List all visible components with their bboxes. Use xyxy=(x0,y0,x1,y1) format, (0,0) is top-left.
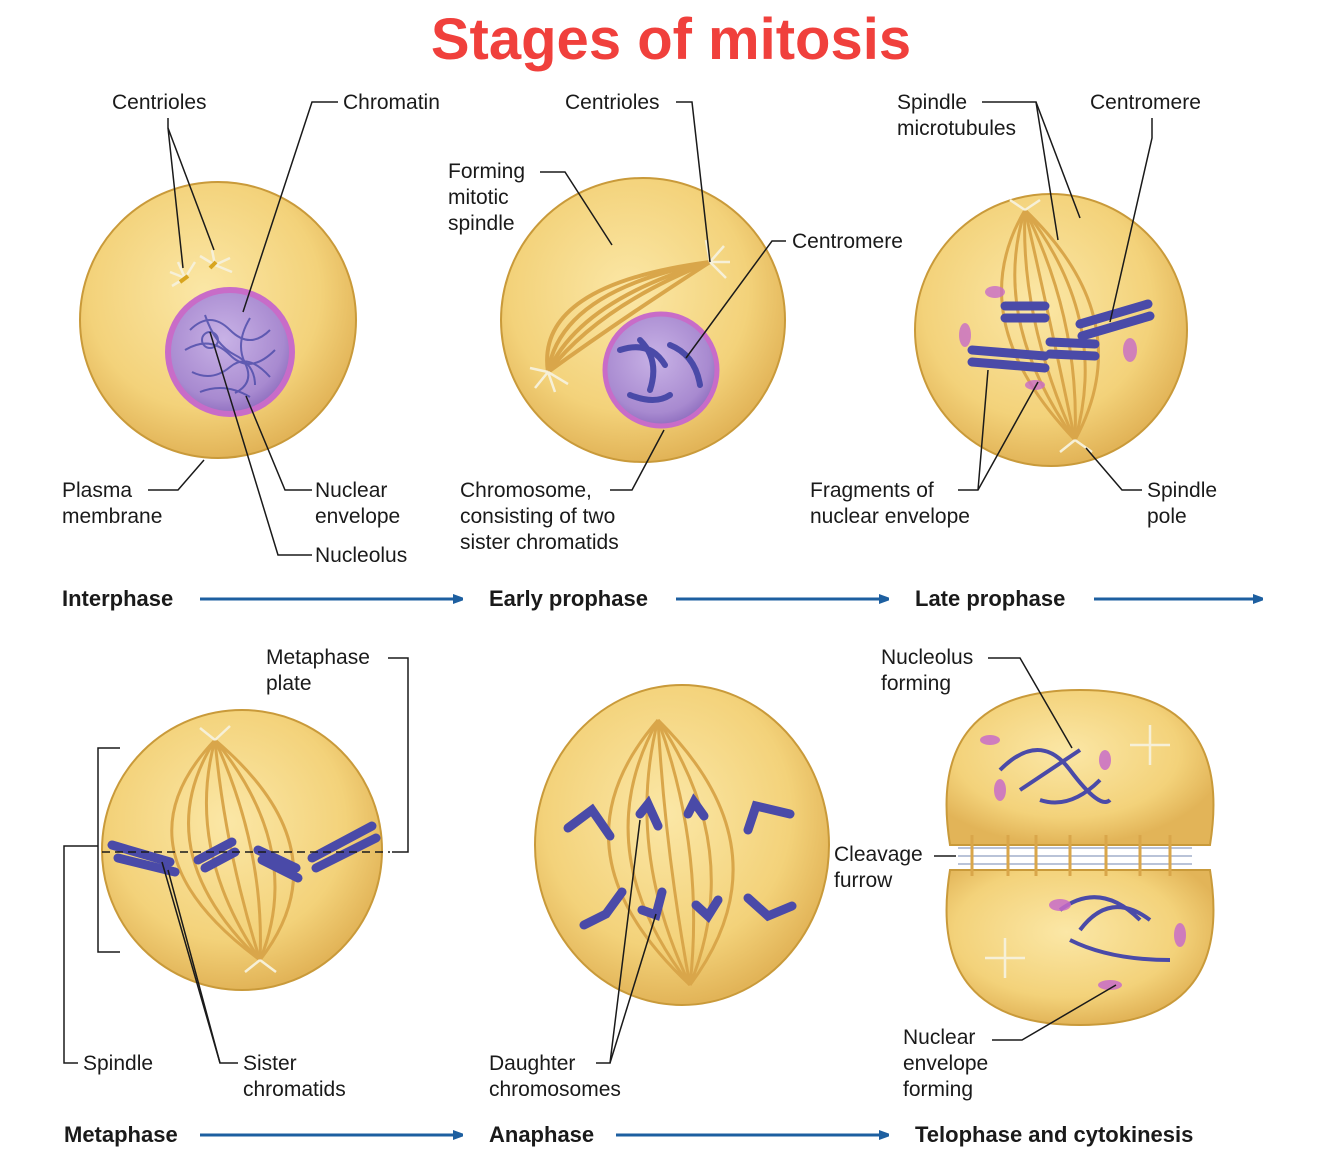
stage-arrows xyxy=(200,599,1262,1135)
label-nuclear-env-forming-1: Nuclear xyxy=(903,1026,976,1049)
late-prophase-cell xyxy=(914,193,1188,467)
stage-interphase: Interphase xyxy=(62,586,174,611)
metaphase-cell xyxy=(101,709,390,991)
label-daughter-1: Daughter xyxy=(489,1052,576,1075)
label-chromosome-1: Chromosome, xyxy=(460,479,592,502)
page-title: Stages of mitosis xyxy=(430,7,912,72)
stage-early-prophase: Early prophase xyxy=(489,586,648,611)
stage-metaphase: Metaphase xyxy=(64,1122,178,1147)
label-metaphase-plate-2: plate xyxy=(266,672,312,695)
leader-lines xyxy=(63,101,1153,1064)
label-chromatin: Chromatin xyxy=(343,91,440,114)
label-sister-chromatids-2: chromatids xyxy=(243,1078,346,1101)
label-plasma-membrane-2: membrane xyxy=(62,505,163,528)
label-nuclear-env-forming-3: forming xyxy=(903,1078,974,1101)
label-centrioles-early: Centrioles xyxy=(565,91,660,114)
label-forming-spindle-1: Forming xyxy=(448,160,526,183)
label-nucleolus-forming-1: Nucleolus xyxy=(881,646,974,669)
label-spindle-microtubules-1: Spindle xyxy=(897,91,968,114)
label-centrioles-interphase: Centrioles xyxy=(112,91,207,114)
label-chromosome-2: consisting of two xyxy=(460,505,616,528)
stage-late-prophase: Late prophase xyxy=(915,586,1066,611)
label-centromere-late: Centromere xyxy=(1090,91,1201,114)
anaphase-cell xyxy=(534,684,830,1006)
chromatin-icon xyxy=(184,314,276,398)
telophase-cell xyxy=(945,688,1215,1027)
early-prophase-cell xyxy=(500,177,786,463)
label-nuclear-envelope-2: envelope xyxy=(315,505,401,528)
label-forming-spindle-3: spindle xyxy=(448,212,515,235)
label-spindle-pole-2: pole xyxy=(1147,505,1187,528)
stage-telophase: Telophase and cytokinesis xyxy=(915,1122,1194,1147)
label-fragments-1: Fragments of xyxy=(810,479,934,502)
label-metaphase-plate-1: Metaphase xyxy=(266,646,370,669)
label-nucleolus-forming-2: forming xyxy=(881,672,952,695)
label-daughter-2: chromosomes xyxy=(489,1078,621,1101)
label-sister-chromatids-1: Sister xyxy=(243,1052,297,1075)
label-nuclear-envelope-1: Nuclear xyxy=(315,479,388,502)
label-spindle-microtubules-2: microtubules xyxy=(897,117,1017,140)
label-cleavage-2: furrow xyxy=(834,869,893,892)
interphase-cell xyxy=(79,181,357,459)
label-forming-spindle-2: mitotic xyxy=(448,186,509,209)
label-chromosome-3: sister chromatids xyxy=(460,531,619,554)
label-cleavage-1: Cleavage xyxy=(834,843,923,866)
label-nucleolus: Nucleolus xyxy=(315,544,408,567)
label-plasma-membrane-1: Plasma xyxy=(62,479,133,502)
stage-anaphase: Anaphase xyxy=(489,1122,595,1147)
label-fragments-2: nuclear envelope xyxy=(810,505,970,528)
label-centromere-early: Centromere xyxy=(792,230,903,253)
label-spindle-pole-1: Spindle xyxy=(1147,479,1218,502)
label-spindle: Spindle xyxy=(83,1052,154,1075)
label-nuclear-env-forming-2: envelope xyxy=(903,1052,989,1075)
